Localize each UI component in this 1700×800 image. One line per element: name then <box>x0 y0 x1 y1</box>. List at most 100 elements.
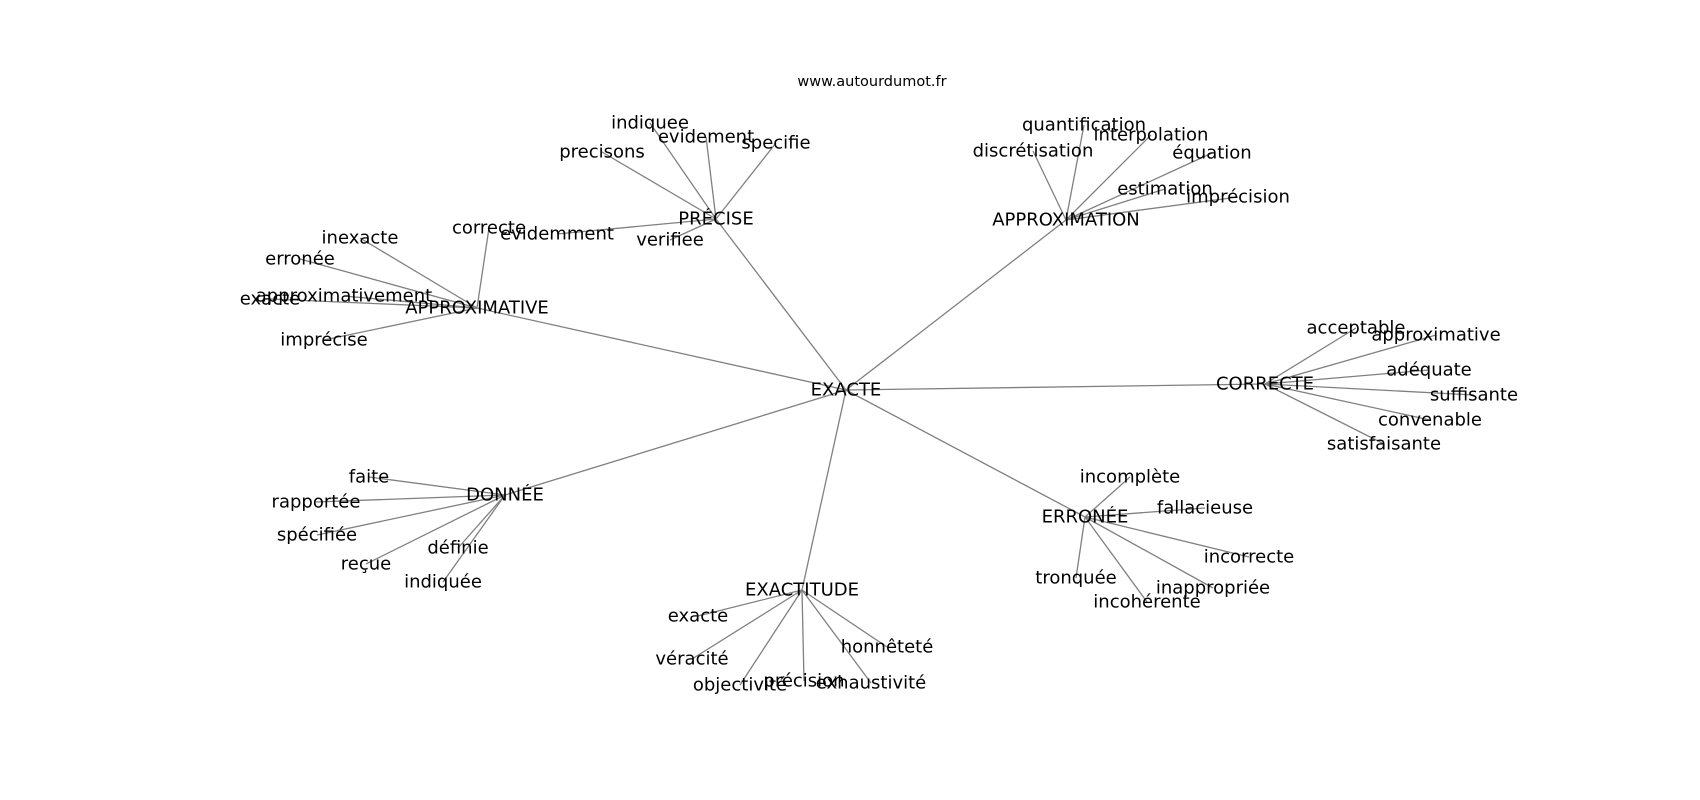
edge-precise-specifie <box>715 142 777 220</box>
leaf-node-exactitude-honnetete: honnêteté <box>841 637 934 658</box>
hub-node-precise: PRÉCISE <box>678 208 753 230</box>
leaf-node-approximative-exacte: exacte <box>240 289 300 310</box>
hub-node-exactitude: EXACTITUDE <box>745 580 859 601</box>
leaf-node-correcte-adequate: adéquate <box>1386 360 1472 381</box>
leaf-node-exactitude-exacte: exacte <box>668 606 728 627</box>
hub-node-approximative: APPROXIMATIVE <box>405 298 549 319</box>
edge-correcte-satisfaisante <box>1264 383 1385 445</box>
leaf-node-approximation-discretisation: discrétisation <box>973 141 1094 162</box>
edge-donnee-definie <box>457 494 506 549</box>
hub-node-approximation: APPROXIMATION <box>992 210 1140 231</box>
edge-center-approximation <box>845 219 1067 391</box>
edge-donnee-recue <box>365 494 506 565</box>
leaf-node-precise-indiquee: indiquee <box>611 113 689 134</box>
hub-node-erronee: ERRONÉE <box>1042 506 1129 528</box>
leaf-node-correcte-suffisante: suffisante <box>1430 385 1518 406</box>
edge-correcte-adequate <box>1264 369 1430 385</box>
edge-center-approximative <box>476 307 847 391</box>
edge-precise-verifiee <box>669 218 717 241</box>
edge-approximation-interpolation <box>1065 134 1152 221</box>
leaf-node-approximative-imprecise: imprécise <box>280 330 367 351</box>
leaf-node-approximative-correcte: correcte <box>452 218 526 239</box>
leaf-node-donnee-specifiee: spécifiée <box>277 525 357 546</box>
edge-precise-evidemment <box>556 218 717 235</box>
edge-center-precise <box>715 218 847 391</box>
edge-exactitude-exhaustivite <box>801 589 872 684</box>
center-node-label: EXACTE <box>811 380 882 401</box>
leaf-node-precise-evidemment: evidemment <box>500 224 614 245</box>
leaf-node-approximation-equation: équation <box>1172 143 1251 164</box>
leaf-node-donnee-definie: définie <box>427 538 488 559</box>
graph-edges <box>269 122 1475 686</box>
leaf-node-approximative-approximativement: approximativement <box>256 286 432 307</box>
leaf-node-donnee-faite: faite <box>349 467 390 488</box>
edge-exactitude-honnetete <box>801 589 888 648</box>
edge-donnee-rapportee <box>315 494 506 503</box>
edge-approximation-imprecision <box>1065 196 1239 221</box>
leaf-node-approximation-interpolation: interpolation <box>1094 125 1209 146</box>
leaf-node-approximation-quantification: quantification <box>1022 115 1146 136</box>
leaf-node-erronee-incomplete: incomplète <box>1080 467 1181 488</box>
edge-correcte-approximative <box>1264 334 1437 385</box>
edge-approximation-equation <box>1065 152 1213 221</box>
edge-precise-indiquee <box>649 122 717 220</box>
edge-correcte-acceptable <box>1264 327 1357 385</box>
edge-donnee-faite <box>368 476 506 496</box>
leaf-node-erronee-incoherente: incohérente <box>1093 592 1200 613</box>
edge-center-exactitude <box>801 389 847 591</box>
edge-erronee-incomplete <box>1084 476 1131 518</box>
edge-erronee-inappropriee <box>1084 516 1214 589</box>
edge-center-erronee <box>845 389 1086 518</box>
leaf-node-correcte-approximative: approximative <box>1371 325 1500 346</box>
leaf-node-exactitude-precision: précision <box>763 671 844 692</box>
edge-erronee-fallacieuse <box>1084 507 1206 518</box>
edge-correcte-convenable <box>1264 383 1431 421</box>
leaf-node-approximation-estimation: estimation <box>1117 179 1213 200</box>
edge-exactitude-veracite <box>691 589 803 660</box>
leaf-node-approximation-imprecision: imprécision <box>1186 187 1290 208</box>
edge-approximative-inexacte <box>359 237 478 309</box>
edge-approximative-approximativement <box>343 295 478 309</box>
leaf-node-erronee-inappropriee: inappropriée <box>1156 578 1270 599</box>
leaf-node-correcte-acceptable: acceptable <box>1307 318 1406 339</box>
edge-approximative-exacte <box>269 298 478 309</box>
edge-approximative-correcte <box>476 227 490 309</box>
leaf-node-exactitude-veracite: véracité <box>655 649 728 670</box>
leaf-node-exactitude-objectivite: objectivité <box>693 675 787 696</box>
edge-exactitude-exacte <box>697 589 803 617</box>
edge-correcte-suffisante <box>1264 383 1475 396</box>
leaf-node-approximative-inexacte: inexacte <box>322 228 399 249</box>
edge-approximation-estimation <box>1065 188 1166 221</box>
leaf-node-correcte-satisfaisante: satisfaisante <box>1327 434 1441 455</box>
edge-approximative-imprecise <box>323 307 478 341</box>
edge-approximation-quantification <box>1065 124 1085 221</box>
leaf-node-donnee-rapportee: rapportée <box>272 492 361 513</box>
leaf-node-precise-specifie: specifie <box>741 133 810 154</box>
hub-node-donnee: DONNÉE <box>466 484 544 506</box>
edge-erronee-incorrecte <box>1084 516 1250 558</box>
leaf-node-precise-precisons: precisons <box>559 142 645 163</box>
leaf-node-erronee-fallacieuse: fallacieuse <box>1157 498 1253 519</box>
leaf-node-precise-evidement: evidement <box>658 127 754 148</box>
leaf-node-exactitude-exhaustivite: exhaustivité <box>816 673 926 694</box>
edge-center-donnee <box>504 389 847 496</box>
edge-center-correcte <box>845 383 1266 391</box>
edge-exactitude-precision <box>801 589 805 682</box>
edge-precise-evidement <box>705 136 717 220</box>
leaf-node-erronee-incorrecte: incorrecte <box>1204 547 1295 568</box>
leaf-node-erronee-tronquee: tronquée <box>1035 568 1116 589</box>
leaf-node-donnee-recue: reçue <box>341 554 391 575</box>
leaf-node-precise-verifiee: verifiee <box>636 230 704 251</box>
edge-erronee-incoherente <box>1084 516 1148 603</box>
edge-donnee-indiquee <box>442 494 506 583</box>
edge-donnee-specifiee <box>316 494 506 536</box>
hub-node-correcte: CORRECTE <box>1216 374 1314 395</box>
leaf-node-approximative-erronee: erronée <box>265 249 335 270</box>
source-watermark: www.autourdumot.fr <box>797 74 946 90</box>
leaf-node-donnee-indiquee: indiquée <box>404 572 482 593</box>
edge-precise-precisons <box>601 151 717 220</box>
edge-exactitude-objectivite <box>739 589 803 686</box>
edge-erronee-tronquee <box>1075 516 1086 579</box>
